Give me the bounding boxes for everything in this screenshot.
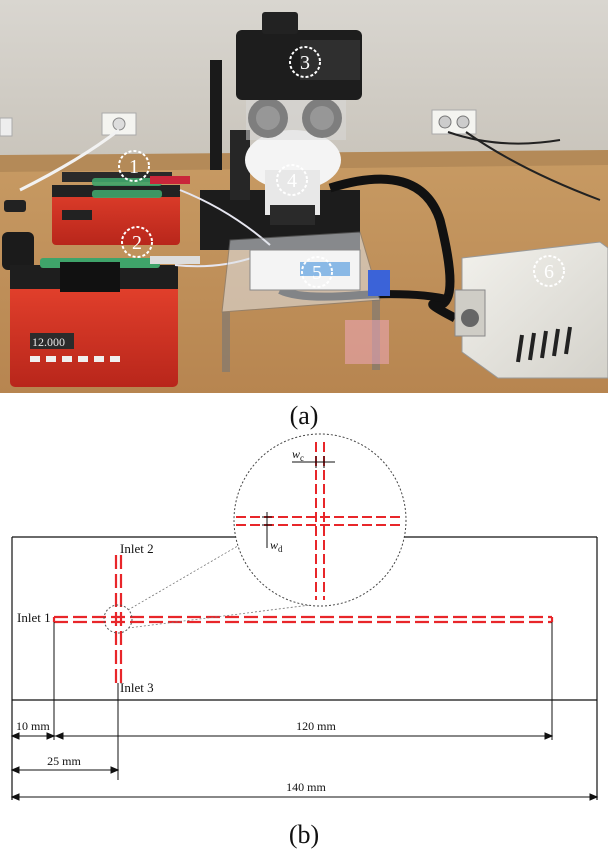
- panel-a-label: (a): [290, 401, 319, 430]
- camera: [236, 12, 362, 100]
- dimension-lines: [10, 622, 599, 801]
- cross-channel: [114, 555, 123, 683]
- microscope: [245, 98, 346, 225]
- dim-10mm: 10 mm: [16, 719, 50, 733]
- marker-1: 1: [118, 150, 150, 182]
- chip-schematic: (a) (b): [0, 393, 608, 850]
- zoom-inset: [233, 433, 407, 607]
- svg-text:1: 1: [129, 156, 139, 178]
- syringe-pump-top: [52, 172, 190, 245]
- setup-photo: 12.000: [0, 0, 608, 393]
- wall-socket-right: [431, 109, 477, 135]
- wd-label: wd: [270, 538, 283, 554]
- marker-4: 4: [276, 164, 308, 196]
- dim-120mm: 120 mm: [296, 719, 336, 733]
- svg-text:2: 2: [132, 232, 142, 254]
- main-channel: [52, 615, 554, 624]
- marker-6: 6: [533, 255, 565, 287]
- light-source: [454, 241, 608, 379]
- dim-25mm: 25 mm: [47, 754, 81, 768]
- inlet-3-label: Inlet 3: [120, 680, 154, 695]
- marker-3: 3: [289, 46, 321, 78]
- marker-5: 5: [301, 256, 333, 288]
- chip-outline: [11, 536, 598, 800]
- panel-b-label: (b): [289, 820, 319, 849]
- pump-display: 12.000: [32, 335, 65, 349]
- inlet-1-label: Inlet 1: [17, 610, 51, 625]
- syringe-pump-bottom: 12.000: [10, 256, 200, 387]
- svg-text:4: 4: [287, 170, 297, 192]
- marker-2: 2: [121, 226, 153, 258]
- wc-label: wc: [292, 447, 304, 463]
- svg-text:6: 6: [544, 261, 554, 283]
- junction-highlight: [103, 604, 133, 634]
- svg-text:3: 3: [300, 52, 310, 74]
- fiber-light-guide: [328, 174, 458, 323]
- inlet-2-label: Inlet 2: [120, 541, 154, 556]
- dim-140mm: 140 mm: [286, 780, 326, 794]
- svg-text:5: 5: [312, 262, 322, 284]
